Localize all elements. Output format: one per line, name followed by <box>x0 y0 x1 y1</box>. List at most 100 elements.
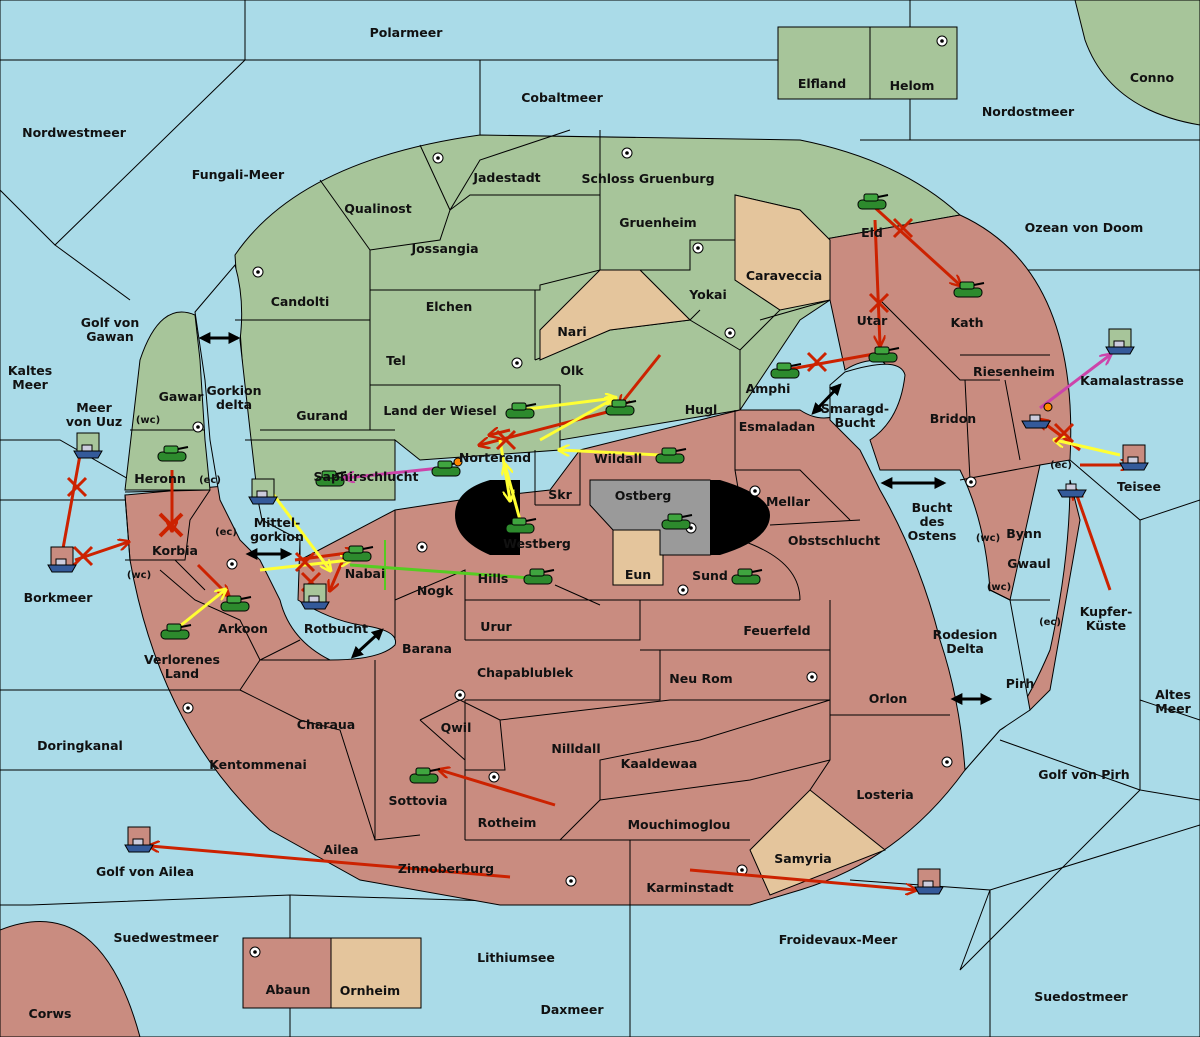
supply-center-dot-icon <box>230 562 234 566</box>
label-suedostmeer: Suedostmeer <box>1034 989 1128 1004</box>
label-chapablublek: Chapablublek <box>477 665 574 680</box>
supply-center-dot-icon <box>458 693 462 697</box>
label-esmaladan: Esmaladan <box>739 419 815 434</box>
label-bucht-des-ostens-1: Bucht <box>912 500 953 515</box>
army-barrel <box>240 596 252 600</box>
label-zinnoberburg: Zinnoberburg <box>398 861 494 876</box>
army-unit-icon <box>770 362 802 379</box>
label-kupfer-kueste-1: Kupfer- <box>1080 604 1133 619</box>
label-olk: Olk <box>560 363 584 378</box>
failed-order-icon <box>868 292 890 314</box>
label-hills: Hills <box>478 571 509 586</box>
region-ornheim[interactable] <box>330 937 422 1009</box>
label-arkoon: Arkoon <box>218 621 268 636</box>
army-turret <box>348 545 364 554</box>
label-obstschlucht: Obstschlucht <box>788 533 880 548</box>
label-sottovia: Sottovia <box>389 793 448 808</box>
region-elfland[interactable] <box>777 26 871 100</box>
region-gawar-heronn[interactable] <box>124 311 211 491</box>
label-mellar: Mellar <box>766 494 811 509</box>
failed-order-icon <box>294 551 316 573</box>
fleet-unit-icon <box>73 432 103 459</box>
retreat-arrow <box>1039 355 1110 410</box>
supply-center-dot-icon <box>420 545 424 549</box>
support-arrow <box>268 489 330 570</box>
label-mouchimoglou: Mouchimoglou <box>628 817 731 832</box>
label-hugl: Hugl <box>685 402 718 417</box>
label-nogk: Nogk <box>417 583 454 598</box>
fleet-unit-icon <box>1021 414 1051 429</box>
label-lithiumsee: Lithiumsee <box>477 950 555 965</box>
label-meer-von-uuz-1: Meer <box>76 400 112 415</box>
army-turret <box>776 362 792 371</box>
label-rodesion-delta-2: Delta <box>946 641 984 656</box>
army-barrel <box>543 569 555 573</box>
army-unit-icon <box>661 513 693 530</box>
label-verlorenes-land-1: Verlorenes <box>144 652 220 667</box>
region-caraveccia[interactable] <box>734 194 831 311</box>
support-arrow <box>539 398 615 442</box>
label-candolti: Candolti <box>271 294 330 309</box>
label-urur: Urur <box>480 619 512 634</box>
region-eun[interactable] <box>612 529 664 586</box>
label-cobaltmeer: Cobaltmeer <box>521 90 603 105</box>
label-gorkion-delta-1: Gorkion <box>206 383 261 398</box>
label-daxmeer: Daxmeer <box>540 1002 604 1017</box>
label-orlon: Orlon <box>869 691 908 706</box>
label-altes-meer-1: Altes <box>1155 687 1191 702</box>
label-bridon: Bridon <box>930 411 976 426</box>
label-qwil: Qwil <box>441 720 472 735</box>
fleet-deck <box>1113 340 1125 348</box>
label-smaragd-bucht-1: Smaragd- <box>821 401 889 416</box>
region-samyria[interactable] <box>749 789 886 896</box>
label-conno: Conno <box>1130 70 1175 85</box>
support-arrow <box>519 398 615 412</box>
label-ailea: Ailea <box>323 842 358 857</box>
army-barrel <box>335 471 347 475</box>
label-sund: Sund <box>692 568 728 583</box>
orders-layer <box>60 203 1130 890</box>
army-barrel <box>973 282 985 286</box>
label-gwaul: Gwaul <box>1007 556 1050 571</box>
supply-center-dot-icon <box>436 156 440 160</box>
support-arrow <box>560 450 661 457</box>
attack-arrow <box>620 354 662 405</box>
label-polarmeer: Polarmeer <box>370 25 444 40</box>
fleet-unit-icon <box>1119 444 1149 471</box>
attack-arrow <box>784 352 885 372</box>
label-eld: Eld <box>861 225 883 240</box>
label-rotbucht: Rotbucht <box>304 621 368 636</box>
fleet-hull <box>914 886 944 895</box>
label-barana: Barana <box>402 641 452 656</box>
label-nari: Nari <box>557 324 586 339</box>
army-turret <box>321 470 337 479</box>
mark-heronn-ec: (ec) <box>199 475 221 486</box>
army-barrel <box>429 768 441 772</box>
army-barrel <box>177 446 189 450</box>
army-unit-icon <box>409 767 441 784</box>
army-turret <box>226 595 242 604</box>
army-unit-icon <box>731 568 763 585</box>
mark-pirh-ec: (ec) <box>1039 617 1061 628</box>
label-froidevaux-meer: Froidevaux-Meer <box>779 932 898 947</box>
label-westberg: Westberg <box>503 536 571 551</box>
fleet-deck <box>55 558 67 566</box>
fleet-hull <box>1105 346 1135 355</box>
label-rotheim: Rotheim <box>478 815 537 830</box>
label-ornheim: Ornheim <box>340 983 400 998</box>
retreat-arrow <box>345 466 441 478</box>
label-doringkanal: Doringkanal <box>37 738 123 753</box>
supply-center-dot-icon <box>810 675 814 679</box>
fleet-hull <box>124 844 154 853</box>
army-turret <box>863 193 879 202</box>
supply-center-dot-icon <box>740 868 744 872</box>
region-nari[interactable] <box>539 269 692 361</box>
region-corws[interactable] <box>0 921 141 1037</box>
label-schloss-gruenburg: Schloss Gruenburg <box>581 171 714 186</box>
army-turret <box>611 399 627 408</box>
attack-arrow <box>870 203 960 285</box>
label-elfland: Elfland <box>798 76 846 91</box>
fleet-hull <box>1057 489 1087 498</box>
label-altes-meer-2: Meer <box>1155 701 1191 716</box>
